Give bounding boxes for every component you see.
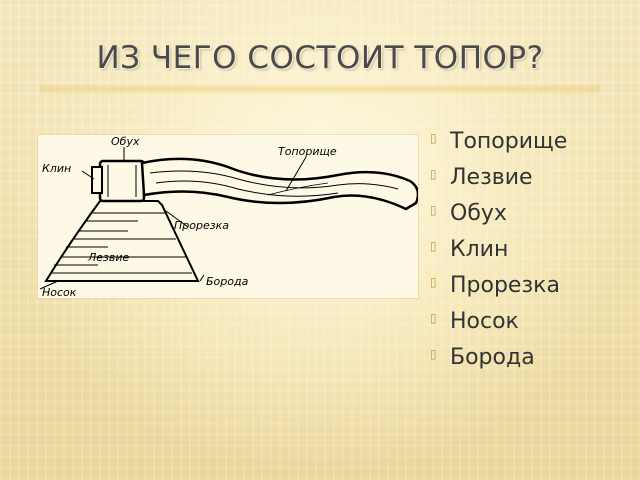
axe-blade xyxy=(39,200,200,290)
bullet-icon: ▯ xyxy=(430,131,437,145)
label-boroda: Борода xyxy=(206,275,249,288)
list-item: ▯ Обух xyxy=(430,196,567,232)
title-underline xyxy=(40,83,600,95)
list-item: ▯ Носок xyxy=(430,304,567,340)
bullet-icon: ▯ xyxy=(430,347,437,361)
parts-list: ▯Топорище ▯Лезвие ▯Обух ▯Клин ▯Прорезка … xyxy=(430,124,567,376)
axe-butt xyxy=(91,159,146,203)
axe-diagram: Обух Клин Топорище Прорезка Лезвие Бород… xyxy=(38,135,418,298)
list-item-text: Клин xyxy=(450,237,509,262)
list-item: ▯ Борода xyxy=(430,340,567,376)
bullet-icon: ▯ xyxy=(430,239,437,253)
bullet-icon: ▯ xyxy=(430,203,437,217)
label-lezvie: Лезвие xyxy=(87,251,130,264)
axe-handle xyxy=(140,157,418,211)
axe-drawing: Обух Клин Топорище Прорезка Лезвие Бород… xyxy=(39,135,418,298)
list-item-text: Обух xyxy=(450,201,507,226)
bullet-icon: ▯ xyxy=(430,311,437,325)
label-obukh: Обух xyxy=(111,135,140,148)
list-item-text: Носок xyxy=(450,309,519,334)
label-prorezka: Прорезка xyxy=(174,219,229,232)
list-item-text: Борода xyxy=(450,345,535,370)
list-item: ▯ Топорище xyxy=(430,124,567,160)
list-item: ▯ Прорезка xyxy=(430,268,567,304)
list-item-text: Лезвие xyxy=(450,165,533,190)
diagram-leader-lines xyxy=(81,147,307,282)
list-item-text: Прорезка xyxy=(450,273,560,298)
label-klin: Клин xyxy=(42,162,71,175)
list-item-text: Топорище xyxy=(450,129,568,154)
slide-title: ИЗ ЧЕГО СОСТОИТ ТОПОР? xyxy=(96,40,544,76)
list-item: ▯ Лезвие xyxy=(430,160,567,196)
bullet-icon: ▯ xyxy=(430,167,437,181)
label-toporishche: Топорище xyxy=(278,145,337,158)
bullet-icon: ▯ xyxy=(430,275,437,289)
label-nosok: Носок xyxy=(42,286,77,298)
list-item: ▯ Клин xyxy=(430,232,567,268)
